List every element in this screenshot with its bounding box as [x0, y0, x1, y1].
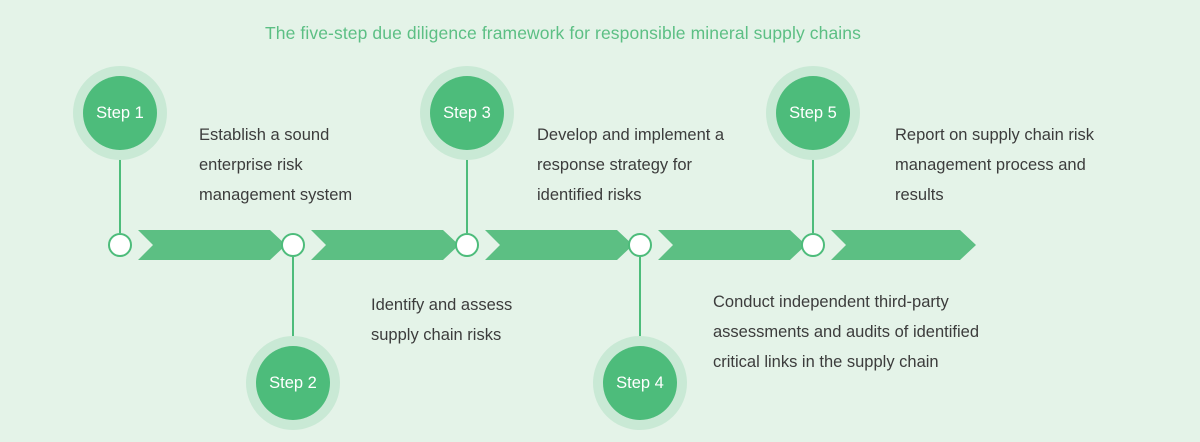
chevron-arrow-3: [485, 230, 633, 260]
step-circle-1: Step 1: [83, 76, 157, 150]
timeline-node-5[interactable]: [801, 233, 825, 257]
step-circle-4: Step 4: [603, 346, 677, 420]
step-label-2: Step 2: [269, 373, 317, 392]
page-title: The five-step due diligence framework fo…: [265, 23, 861, 43]
timeline-node-1[interactable]: [108, 233, 132, 257]
step-label-5: Step 5: [789, 103, 837, 122]
step-description-1: Establish a sound enterprise risk manage…: [199, 126, 353, 204]
step-bubble-3[interactable]: Step 3: [420, 66, 514, 160]
step-bubble-1[interactable]: Step 1: [73, 66, 167, 160]
step-label-1: Step 1: [96, 103, 144, 122]
step-label-4: Step 4: [616, 373, 664, 392]
timeline-node-2[interactable]: [281, 233, 305, 257]
connector-stem-1: [118, 153, 122, 233]
timeline-node-4[interactable]: [628, 233, 652, 257]
step-circle-2: Step 2: [256, 346, 330, 420]
step-description-2: Identify and assess supply chain risks: [371, 296, 513, 344]
step-bubble-4[interactable]: Step 4: [593, 336, 687, 430]
chevron-arrow-2: [311, 230, 459, 260]
chevron-arrow-5: [831, 230, 976, 260]
chevron-arrow-4: [658, 230, 806, 260]
step-description-3: Develop and implement a response strateg…: [537, 126, 725, 204]
step-label-3: Step 3: [443, 103, 491, 122]
step-description-4: Conduct independent third-party assessme…: [713, 293, 979, 371]
step-circle-5: Step 5: [776, 76, 850, 150]
step-description-5: Report on supply chain risk management p…: [895, 126, 1095, 204]
connector-stem-5: [811, 153, 815, 233]
timeline-node-3[interactable]: [455, 233, 479, 257]
connector-stem-3: [465, 153, 469, 233]
step-circle-3: Step 3: [430, 76, 504, 150]
connector-stem-4: [638, 257, 642, 337]
chevron-arrow-1: [138, 230, 286, 260]
step-bubble-5[interactable]: Step 5: [766, 66, 860, 160]
step-bubble-2[interactable]: Step 2: [246, 336, 340, 430]
connector-stem-2: [291, 257, 295, 337]
